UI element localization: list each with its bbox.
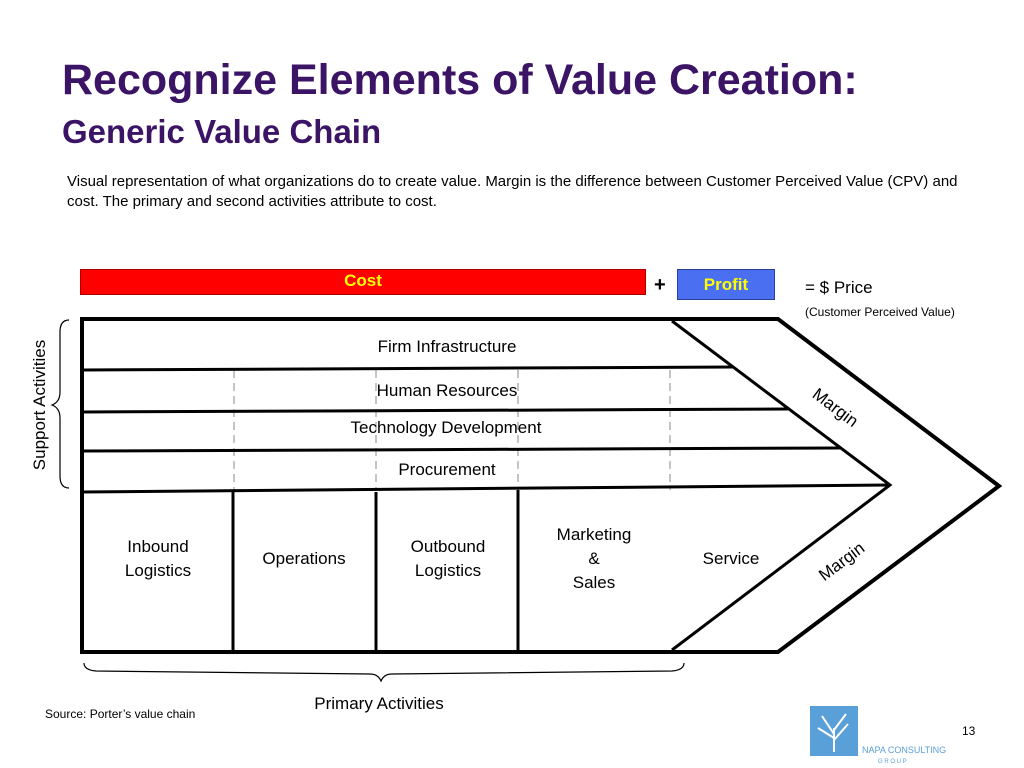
support-activities-label: Support Activities [30,340,49,470]
support-technology-development: Technology Development [351,418,542,437]
primary-marketing-line1: Marketing [557,525,632,544]
primary-operations: Operations [262,549,345,568]
primary-service: Service [703,549,760,568]
support-row-lines [81,365,891,494]
price-label: = $ Price [805,278,873,297]
support-human-resources: Human Resources [377,381,518,400]
logo-wordmark: NAPA CONSULTING [862,745,946,755]
logo-subtext: G R O U P [878,759,907,765]
support-firm-infrastructure: Firm Infrastructure [378,337,517,356]
profit-box: Profit [677,269,775,300]
primary-outbound-line2: Logistics [415,561,481,580]
source-note: Source: Porter’s value chain [45,707,196,721]
plus-sign: + [654,274,666,296]
primary-inbound-line1: Inbound [127,537,188,556]
primary-inbound-line2: Logistics [125,561,191,580]
primary-marketing-line3: Sales [573,573,616,592]
cpv-note: (Customer Perceived Value) [805,305,955,319]
support-brace [50,319,70,489]
napa-consulting-logo: NAPA CONSULTING G R O U P [810,706,946,765]
primary-activities-label: Primary Activities [314,694,443,713]
description-text: Visual representation of what organizati… [67,173,958,210]
primary-outbound-line1: Outbound [411,537,486,556]
primary-marketing-line2: & [588,549,600,568]
support-procurement: Procurement [398,460,496,479]
page-number: 13 [962,724,976,738]
page-subtitle: Generic Value Chain [62,113,382,150]
primary-column-dividers [231,490,520,652]
margin-divider [671,319,893,652]
value-chain-outline [80,317,1003,654]
page-title: Recognize Elements of Value Creation: [62,56,858,104]
cost-bar: Cost [80,269,646,295]
support-dashed-dividers [233,370,671,490]
primary-brace [83,662,685,683]
margin-label-lower: Margin [815,538,868,584]
margin-label-upper: Margin [809,384,862,430]
